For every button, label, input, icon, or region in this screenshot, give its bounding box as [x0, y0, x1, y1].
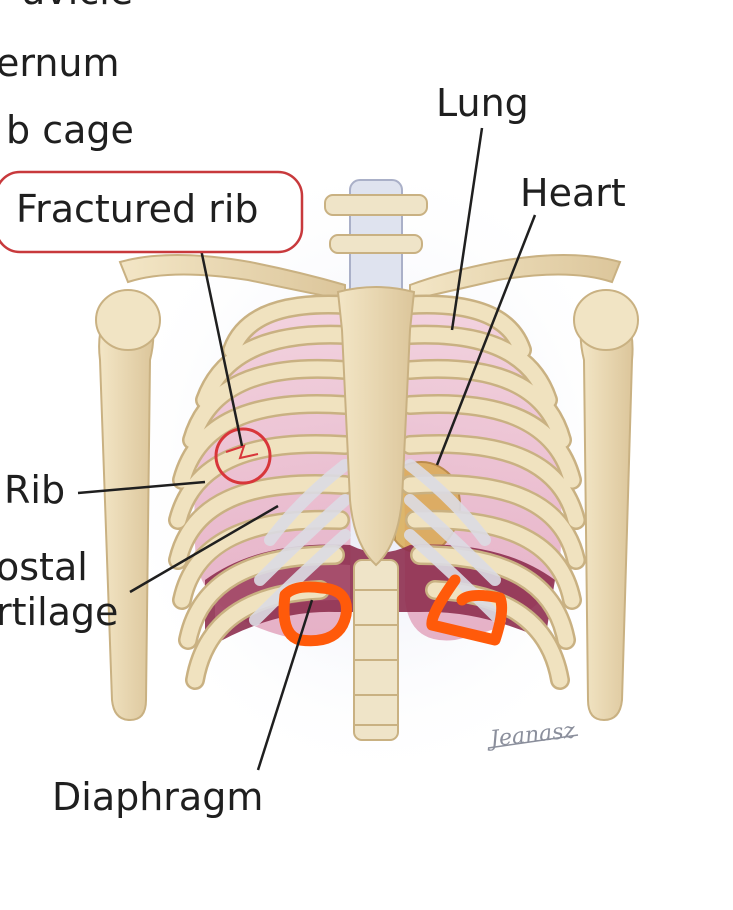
sternum-bone [336, 286, 416, 567]
leader-lines [77, 127, 537, 771]
label-clavicle: avicle [22, 0, 133, 13]
label-rib-cage: b cage [6, 108, 134, 152]
humerus-bones [95, 289, 639, 722]
fracture-circle [214, 427, 272, 485]
label-heart: Heart [520, 171, 626, 215]
label-costal-line1: ostal [0, 545, 88, 589]
label-sternum: ernum [0, 41, 120, 85]
label-lung: Lung [436, 81, 529, 125]
label-fractured-rib: Fractured rib [16, 187, 259, 231]
orange-marker-right [426, 574, 508, 646]
label-rib: Rib [4, 468, 65, 512]
spine [324, 179, 428, 741]
fractured-rib-callout-box [0, 170, 304, 254]
fracture-mark [225, 444, 259, 460]
label-costal-line2: rtilage [0, 590, 118, 634]
label-diaphragm: Diaphragm [52, 775, 263, 819]
signature-underline [487, 734, 579, 749]
ribs-right [400, 294, 586, 690]
orange-marker-left [278, 581, 352, 647]
